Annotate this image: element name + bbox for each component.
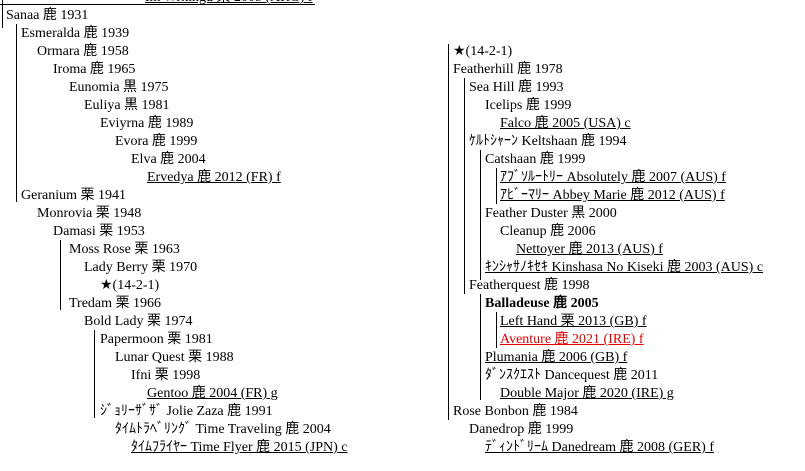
pedigree-entry-euliya: Euliya 黒 1981 — [84, 98, 170, 113]
pedigree-entry-ifni: Ifni 栗 1998 — [131, 368, 201, 383]
pedigree-entry-feather-duster: Feather Duster 黒 2000 — [485, 206, 617, 221]
tree-vline-right-5 — [480, 294, 481, 400]
pedigree-entry-balladeuse: Balladeuse 鹿 2005 — [485, 296, 599, 311]
pedigree-entry-bold-lady: Bold Lady 栗 1974 — [84, 314, 193, 329]
pedigree-entry-geranium: Geranium 栗 1941 — [21, 188, 126, 203]
pedigree-entry-falco[interactable]: Falco 鹿 2005 (USA) c — [500, 116, 631, 131]
pedigree-entry-eunomia: Eunomia 黒 1975 — [69, 80, 169, 95]
tree-vline-right — [448, 44, 449, 420]
pedigree-entry-iroma: Iroma 鹿 1965 — [53, 62, 136, 77]
pedigree-entry-esmeralda: Esmeralda 鹿 1939 — [21, 26, 130, 41]
pedigree-entry-ormara: Ormara 鹿 1958 — [37, 44, 129, 59]
pedigree-entry-abbey-marie[interactable]: ｱﾋﾞｰﾏﾘｰ Abbey Marie 鹿 2012 (AUS) f — [500, 188, 725, 203]
pedigree-entry-cleanup: Cleanup 鹿 2006 — [500, 224, 596, 239]
tree-vline-l3 — [94, 330, 95, 418]
pedigree-entry-featherquest: Featherquest 鹿 1998 — [469, 278, 590, 293]
pedigree-entry-tredam: Tredam 栗 1966 — [69, 296, 162, 311]
pedigree-entry-icelips: Icelips 鹿 1999 — [485, 98, 572, 113]
pedigree-entry-ervedya[interactable]: Ervedya 鹿 2012 (FR) f — [147, 170, 281, 185]
pedigree-entry-lunar-quest: Lunar Quest 栗 1988 — [115, 350, 234, 365]
pedigree-entry-kinshasa[interactable]: ｷﾝｼｬｻﾉｷｾｷ Kinshasa No Kiseki 鹿 2003 (AUS… — [485, 260, 764, 275]
pedigree-entry-eviyrna: Eviyrna 鹿 1989 — [100, 116, 194, 131]
pedigree-entry-sea-hill: Sea Hill 鹿 1993 — [469, 80, 564, 95]
top-underline — [0, 4, 315, 5]
tree-vline-right-3 — [480, 150, 481, 280]
pedigree-entry-aventure[interactable]: Aventure 鹿 2021 (IRE) f — [500, 332, 644, 347]
pedigree-entry-time-flyer[interactable]: ﾀｲﾑﾌﾗｲﾔｰ Time Flyer 鹿 2015 (JPN) c — [131, 440, 348, 455]
pedigree-entry-evora: Evora 鹿 1999 — [115, 134, 198, 149]
pedigree-entry-featherhill: Featherhill 鹿 1978 — [453, 62, 563, 77]
pedigree-entry-elva: Elva 鹿 2004 — [131, 152, 206, 167]
pedigree-entry-absolutely[interactable]: ｱﾌﾞｿﾙｰﾄﾘｰ Absolutely 鹿 2007 (AUS) f — [500, 170, 726, 185]
pedigree-entry-keltshaan: ｹﾙﾄｼｬｰﾝ Keltshaan 鹿 1994 — [469, 134, 627, 149]
pedigree-entry-rose-bonbon: Rose Bonbon 鹿 1984 — [453, 404, 578, 419]
pedigree-entry-top-partial[interactable]: Im Wrkingu 栗 2005 (ARG) f — [145, 0, 313, 7]
tree-vline-right-2 — [464, 78, 465, 294]
pedigree-entry-damasi: Damasi 栗 1953 — [53, 224, 145, 239]
pedigree-entry-left-hand[interactable]: Left Hand 栗 2013 (GB) f — [500, 314, 647, 329]
pedigree-entry-papermoon: Papermoon 栗 1981 — [100, 332, 213, 347]
tree-vline-l2 — [60, 240, 61, 310]
pedigree-entry-danedrop: Danedrop 鹿 1999 — [469, 422, 574, 437]
pedigree-entry-catshaan: Catshaan 鹿 1999 — [485, 152, 586, 167]
tree-vline-right-4 — [496, 168, 497, 204]
tree-vline-l1 — [16, 24, 17, 202]
pedigree-entry-star-right: ★(14-2-1) — [453, 44, 513, 59]
pedigree-entry-double-major[interactable]: Double Major 鹿 2020 (IRE) g — [500, 386, 674, 401]
pedigree-entry-moss-rose: Moss Rose 栗 1963 — [69, 242, 180, 257]
pedigree-entry-star-left: ★(14-2-1) — [100, 278, 160, 293]
pedigree-entry-gentoo[interactable]: Gentoo 鹿 2004 (FR) g — [147, 386, 278, 401]
tree-vline-right-6 — [496, 312, 497, 348]
pedigree-entry-dancequest: ﾀﾞﾝｽｸｴｽﾄ Dancequest 鹿 2011 — [485, 368, 659, 383]
pedigree-entry-plumania[interactable]: Plumania 鹿 2006 (GB) f — [485, 350, 628, 365]
root-vline — [2, 0, 3, 28]
pedigree-entry-sanaa: Sanaa 鹿 1931 — [6, 8, 89, 23]
pedigree-entry-nettoyer[interactable]: Nettoyer 鹿 2013 (AUS) f — [516, 242, 663, 257]
pedigree-entry-time-traveling: ﾀｲﾑﾄﾗﾍﾞﾘﾝｸﾞ Time Traveling 鹿 2004 — [115, 422, 331, 437]
pedigree-entry-monrovia: Monrovia 栗 1948 — [37, 206, 142, 221]
pedigree-entry-danedream[interactable]: ﾃﾞｨﾝﾄﾞﾘｰﾑ Danedream 鹿 2008 (GER) f — [485, 440, 715, 455]
pedigree-entry-lady-berry: Lady Berry 栗 1970 — [84, 260, 198, 275]
pedigree-entry-jolie-zaza: ｼﾞｮﾘｰｻﾞｻﾞ Jolie Zaza 鹿 1991 — [100, 404, 273, 419]
